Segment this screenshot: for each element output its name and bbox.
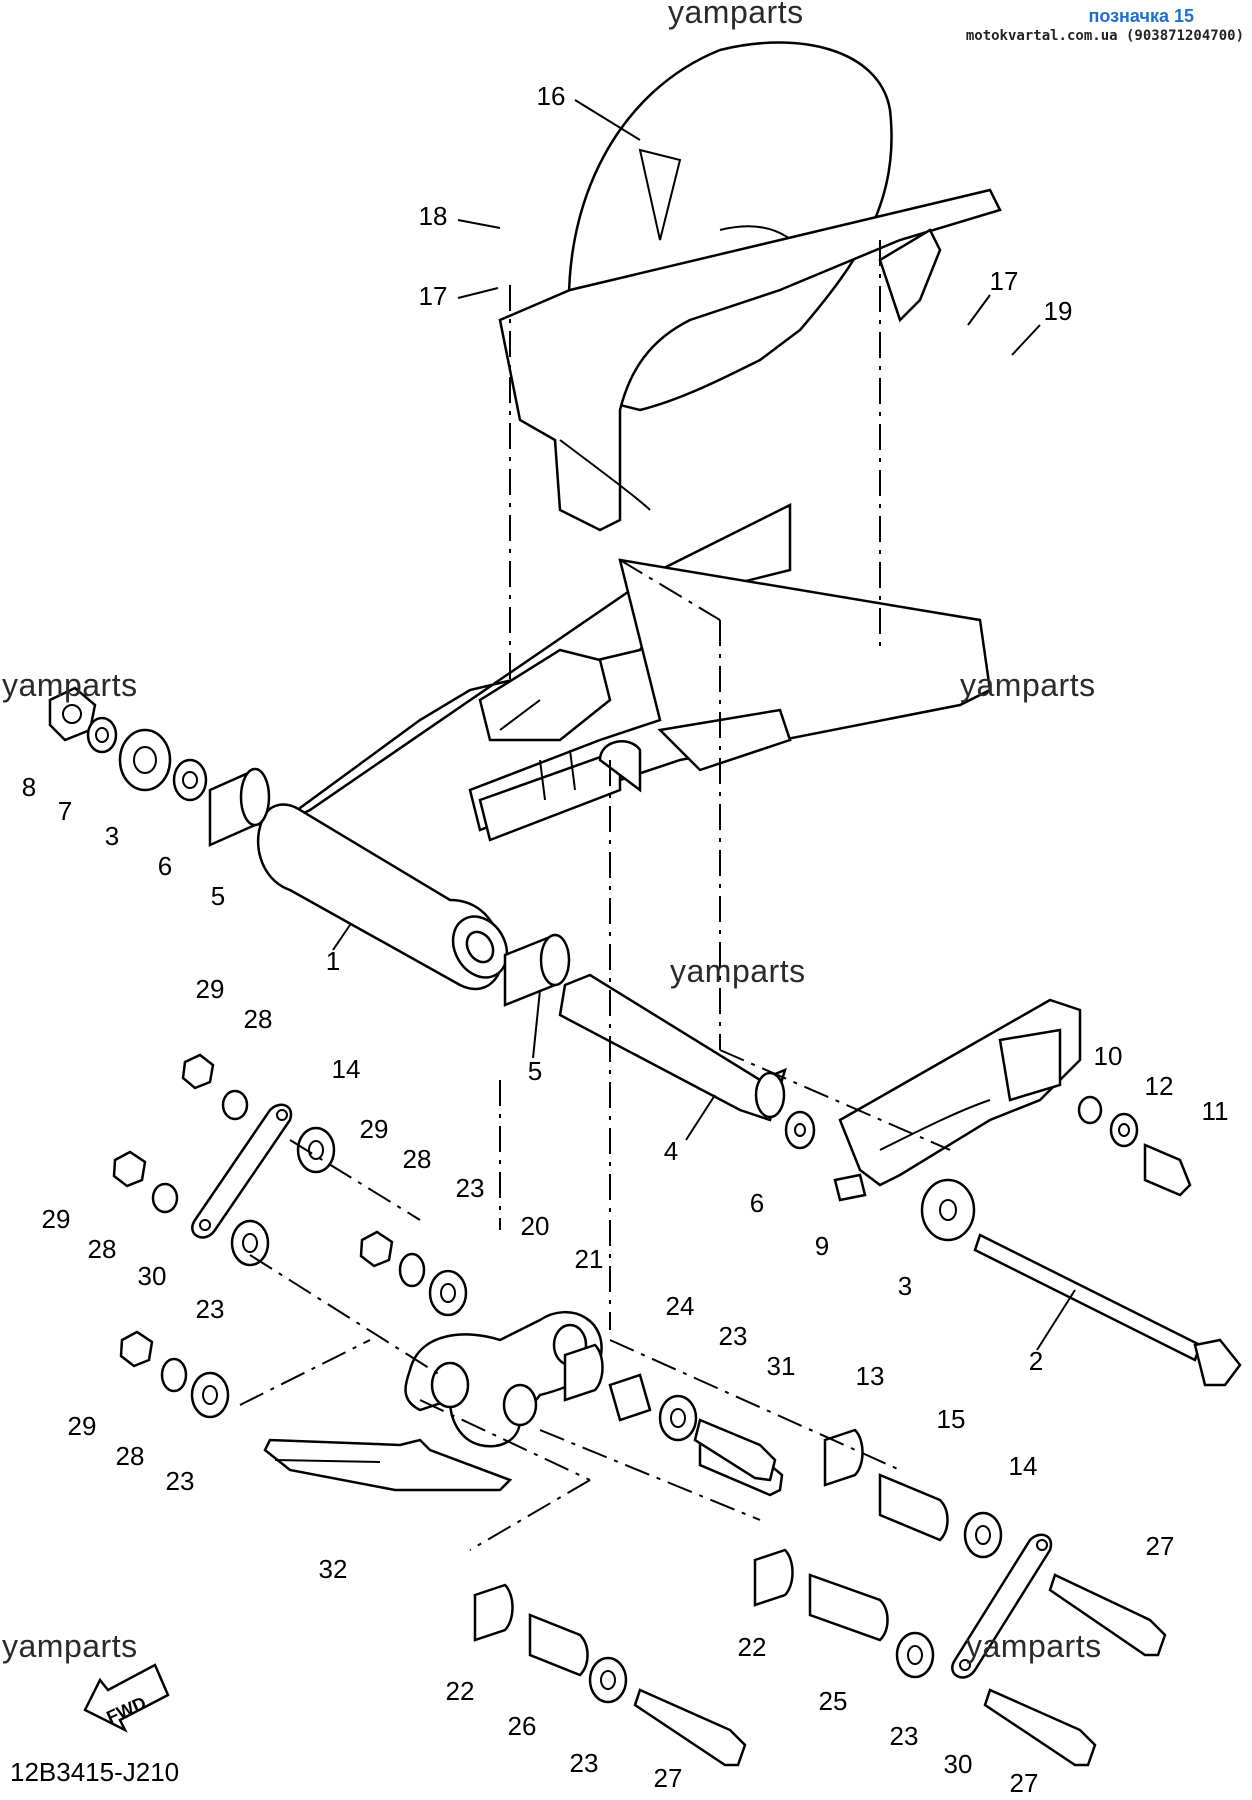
callout-23d: 23 [166,1466,195,1496]
collar-10 [1077,1095,1103,1125]
callout-26: 26 [508,1711,537,1741]
callout-29a: 29 [196,974,225,1004]
seal-3 [118,728,172,792]
fwd-arrow-icon [83,1663,170,1733]
callout-32: 32 [319,1554,348,1584]
callout-8: 8 [22,772,36,802]
washer-7 [86,716,118,754]
callout-27c: 27 [1010,1768,1039,1798]
callout-1: 1 [326,946,340,976]
callout-18: 18 [419,201,448,231]
lower-parts [473,1418,1097,1767]
small-parts [112,1053,468,1419]
protector-plate-32 [263,1438,513,1492]
callout-28c: 28 [88,1234,117,1264]
callout-15: 15 [937,1404,966,1434]
watermark: yamparts [960,667,1096,703]
callout-11: 11 [1202,1096,1229,1126]
callout-31: 31 [767,1351,796,1381]
callout-7: 7 [58,796,72,826]
bolt-11 [1143,1143,1192,1197]
callout-19: 19 [1044,296,1073,326]
callout-6a: 6 [158,851,172,881]
callout-4: 4 [664,1136,678,1166]
callout-28d: 28 [116,1441,145,1471]
watermark: yamparts [668,0,804,30]
washer-6 [172,758,208,802]
chain-guard [498,188,1002,532]
washer-12 [1109,1112,1139,1148]
callout-23c: 23 [719,1321,748,1351]
callout-29d: 29 [68,1411,97,1441]
callout-28b: 28 [403,1144,432,1174]
pivot-hardware-left [48,686,271,847]
callout-6b: 6 [750,1188,764,1218]
callout-22b: 22 [738,1632,767,1662]
callout-30a: 30 [138,1261,167,1291]
callout-23e: 23 [570,1748,599,1778]
callout-23a: 23 [456,1173,485,1203]
watermark: yamparts [2,1628,138,1664]
relay-arm-20 [404,1310,603,1448]
callout-24: 24 [666,1291,695,1321]
swingarm [256,502,992,991]
callout-labels: 16 18 17 17 19 8 7 3 6 5 1 5 4 6 9 3 10 … [22,81,1229,1798]
callout-3a: 3 [105,821,119,851]
callout-12: 12 [1145,1071,1174,1101]
callout-20: 20 [521,1211,550,1241]
connecting-rod-30-left [191,1103,293,1239]
callout-22a: 22 [446,1676,475,1706]
callout-27a: 27 [654,1763,683,1793]
callout-5a: 5 [211,881,225,911]
callout-14a: 14 [332,1054,361,1084]
callout-16: 16 [537,81,566,111]
callout-23f: 23 [890,1721,919,1751]
relay-bracket [833,998,1192,1242]
watermark: yamparts [670,953,806,989]
callout-3b: 3 [898,1271,912,1301]
callout-9: 9 [815,1231,829,1261]
pivot-shaft [503,933,816,1150]
callout-25: 25 [819,1686,848,1716]
watermark: yamparts [966,1628,1102,1664]
callout-28a: 28 [244,1004,273,1034]
callout-17b: 17 [990,266,1019,296]
callout-30b: 30 [944,1749,973,1779]
callout-29b: 29 [360,1114,389,1144]
callout-leaders [332,99,1076,1351]
seal-3b [920,1178,976,1242]
connecting-rod-30-right [951,1533,1053,1679]
bearing-5 [208,767,271,847]
callout-13: 13 [856,1361,885,1391]
leader-lines [239,240,951,1551]
callout-17a: 17 [419,281,448,311]
callout-23b: 23 [196,1294,225,1324]
callout-14b: 14 [1009,1451,1038,1481]
page-badge: позначка 15 [1088,6,1194,26]
callout-2: 2 [1029,1346,1043,1376]
watermark: yamparts [2,667,138,703]
callout-29c: 29 [42,1204,71,1234]
callout-5b: 5 [528,1056,542,1086]
callout-27b: 27 [1146,1531,1175,1561]
callout-10: 10 [1094,1041,1123,1071]
diagram-code: 12B3415-J210 [10,1757,180,1787]
site-url: motokvartal.com.ua (903871204700) [965,28,1244,44]
callout-21: 21 [575,1244,604,1274]
pivot-bolt-2 [973,1233,1242,1387]
